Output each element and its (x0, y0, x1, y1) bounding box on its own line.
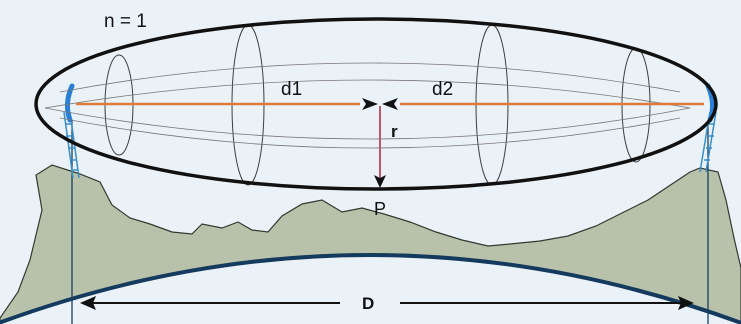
zone-bands (44, 62, 691, 149)
fresnel-zone-ellipse (34, 17, 718, 191)
r-label: r (391, 122, 398, 141)
d1-label: d1 (281, 79, 302, 100)
distance-right-arrow-icon (678, 296, 694, 310)
left-arrowhead-icon (362, 98, 378, 110)
distance-left-arrow-icon (80, 296, 96, 310)
right-arrowhead-icon (382, 98, 398, 110)
refractive-index-label: n = 1 (104, 11, 147, 32)
radius-arrowhead-icon (374, 175, 386, 188)
earth-curve-line (0, 253, 741, 324)
d2-label: d2 (432, 79, 453, 100)
left-antenna-icon (64, 83, 75, 123)
total-distance-label: D (362, 294, 374, 313)
point-p-label: P (374, 199, 386, 219)
